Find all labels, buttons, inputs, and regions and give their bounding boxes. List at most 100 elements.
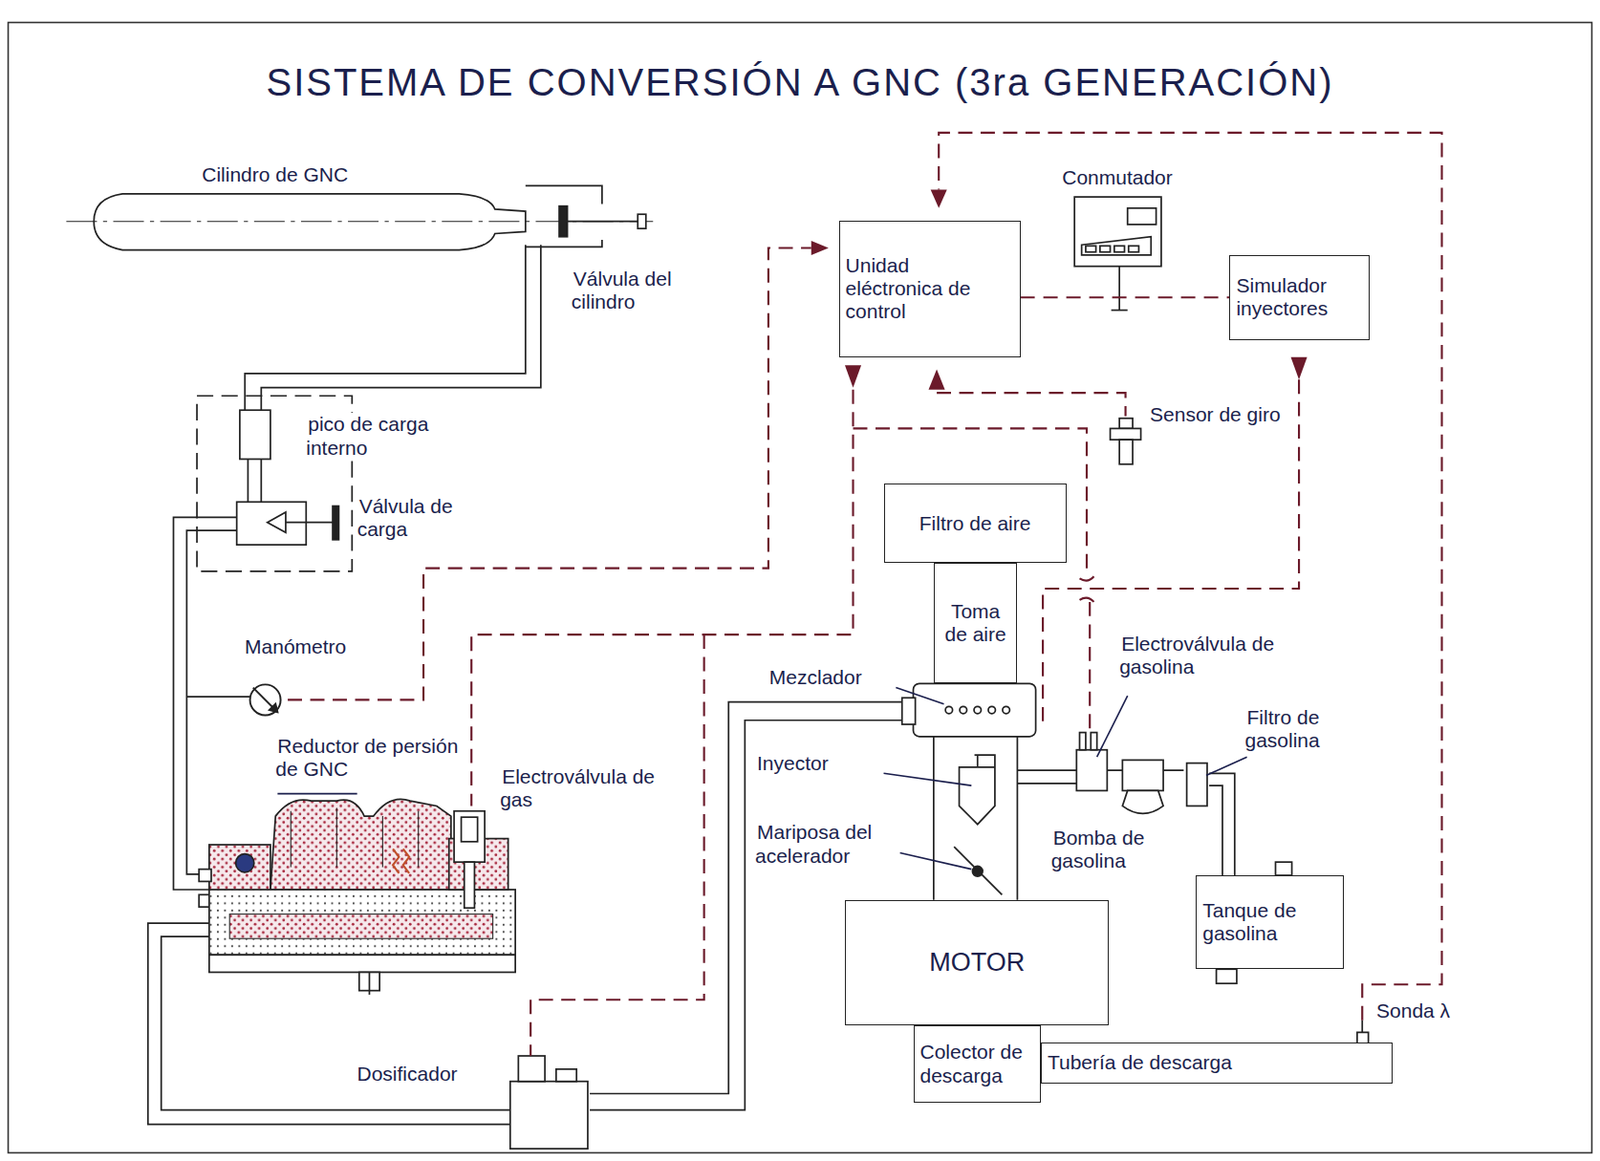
- fuel-line: [1090, 733, 1097, 751]
- switch-icon: [1128, 245, 1140, 252]
- rpm-sensor: [1110, 418, 1142, 465]
- gas-cylinder: [567, 220, 639, 223]
- intake: [945, 706, 952, 714]
- fuel-line: [1076, 750, 1107, 792]
- gas-pipe: [172, 517, 237, 890]
- part-label-text: Mezclador: [767, 666, 865, 689]
- charge-valve: [239, 410, 271, 459]
- gas-pipe: [589, 702, 903, 1095]
- component-box: Toma de aire: [933, 562, 1018, 684]
- part-label-text: Inyector: [755, 752, 831, 775]
- charge-valve: [267, 512, 286, 533]
- switch-icon: [1085, 245, 1097, 252]
- part-label: pico de carga interno: [305, 412, 488, 459]
- part-label: Dosificador: [355, 1062, 498, 1086]
- fuel-line: [1187, 763, 1208, 807]
- gas-pipe: [247, 458, 261, 502]
- part-label-text: Válvula del cilindro: [571, 267, 672, 313]
- gas-pipe: [260, 244, 541, 411]
- component-name: MOTOR: [929, 948, 1025, 978]
- arrowhead: [930, 190, 948, 209]
- frame: [8, 22, 1593, 1154]
- part-label: Electroválvula de gas: [499, 765, 690, 812]
- leader-line: [895, 688, 944, 705]
- gas-pipe: [186, 530, 237, 875]
- rpm-sensor: [1119, 418, 1133, 430]
- intake: [913, 683, 1037, 737]
- pressure-reducer: [236, 854, 255, 873]
- component-name: Conmutador: [1061, 166, 1173, 190]
- intake: [959, 755, 995, 825]
- switch-icon: [1118, 266, 1121, 311]
- pressure-reducer: [209, 844, 271, 891]
- part-label-text: Manómetro: [242, 635, 348, 658]
- component-name: Simulador inyectores: [1235, 274, 1363, 321]
- gas-pipe: [148, 244, 903, 1125]
- manometer: [250, 684, 282, 715]
- component-box: Unidad eléctronica de control: [839, 220, 1021, 358]
- gas-cylinder: [65, 185, 653, 250]
- part-label-text: Sensor de giro: [1147, 403, 1283, 426]
- leader-line: [1097, 695, 1128, 757]
- wire-break: [1080, 576, 1095, 603]
- component-name: Tanque de gasolina: [1202, 899, 1338, 946]
- pressure-reducer: [392, 848, 410, 874]
- part-label-text: Mariposa del acelerador: [755, 821, 872, 866]
- signal-wire: [936, 392, 1126, 417]
- switch-icon: [1074, 196, 1162, 311]
- gas-doser: [556, 1069, 577, 1082]
- leader-line: [900, 853, 973, 870]
- lambda-sensor: [1361, 1020, 1363, 1034]
- intake: [902, 683, 1037, 900]
- intake: [973, 706, 981, 714]
- arrowhead: [929, 369, 946, 390]
- signal-wire: [1042, 379, 1299, 730]
- component-box: Filtro de aire: [884, 483, 1067, 563]
- part-label: Cilindro de GNC: [199, 163, 394, 187]
- pressure-reducer: [454, 811, 485, 863]
- switch-icon: [1074, 196, 1162, 267]
- part-label-text: Cilindro de GNC: [199, 163, 350, 186]
- intake: [972, 865, 983, 877]
- switch-icon: [1114, 245, 1125, 252]
- component-name: Toma de aire: [944, 600, 1008, 647]
- intake: [959, 706, 967, 714]
- gas-doser: [510, 1056, 588, 1149]
- part-label-text: Válvula de carga: [357, 495, 454, 541]
- part-label-text: Electroválvula de gas: [499, 765, 655, 811]
- component-heading: Conmutador: [1045, 159, 1189, 196]
- part-label: Sonda λ: [1374, 999, 1471, 1023]
- arrowhead: [811, 240, 829, 256]
- pressure-reducer: [209, 954, 516, 973]
- part-label-text: Bomba de gasolina: [1051, 826, 1146, 872]
- component-name: Unidad eléctronica de control: [845, 254, 999, 324]
- gas-pipe: [186, 695, 250, 698]
- leader-line: [1206, 756, 1248, 776]
- signal-connector: [1020, 296, 1231, 299]
- leader-line: [884, 773, 973, 786]
- frame: [8, 22, 1593, 1154]
- fuel-line: [1275, 862, 1293, 876]
- part-label: Mezclador: [767, 666, 895, 690]
- rpm-sensor: [1110, 428, 1142, 440]
- component-box: Colector de descarga: [913, 1025, 1041, 1103]
- part-label: Bomba de gasolina: [1051, 826, 1169, 873]
- switch-icon: [1127, 208, 1157, 225]
- pressure-reducer: [270, 799, 452, 890]
- component-box: Tanque de gasolina: [1195, 875, 1344, 970]
- fuel-line: [1216, 969, 1237, 984]
- part-label: Válvula de carga: [357, 495, 496, 541]
- wire-break: [1080, 576, 1095, 603]
- pressure-reducer: [198, 799, 516, 995]
- part-label: Inyector: [755, 752, 873, 776]
- switch-icon: [1111, 309, 1128, 312]
- rpm-sensor: [1119, 439, 1133, 465]
- component-name: Filtro de aire: [919, 512, 1032, 536]
- component-box: Tubería de descarga: [1040, 1042, 1393, 1084]
- charge-valve: [285, 521, 335, 524]
- manometer: [253, 688, 279, 714]
- signal-wire: [471, 389, 853, 807]
- signal-wire: [1088, 602, 1091, 734]
